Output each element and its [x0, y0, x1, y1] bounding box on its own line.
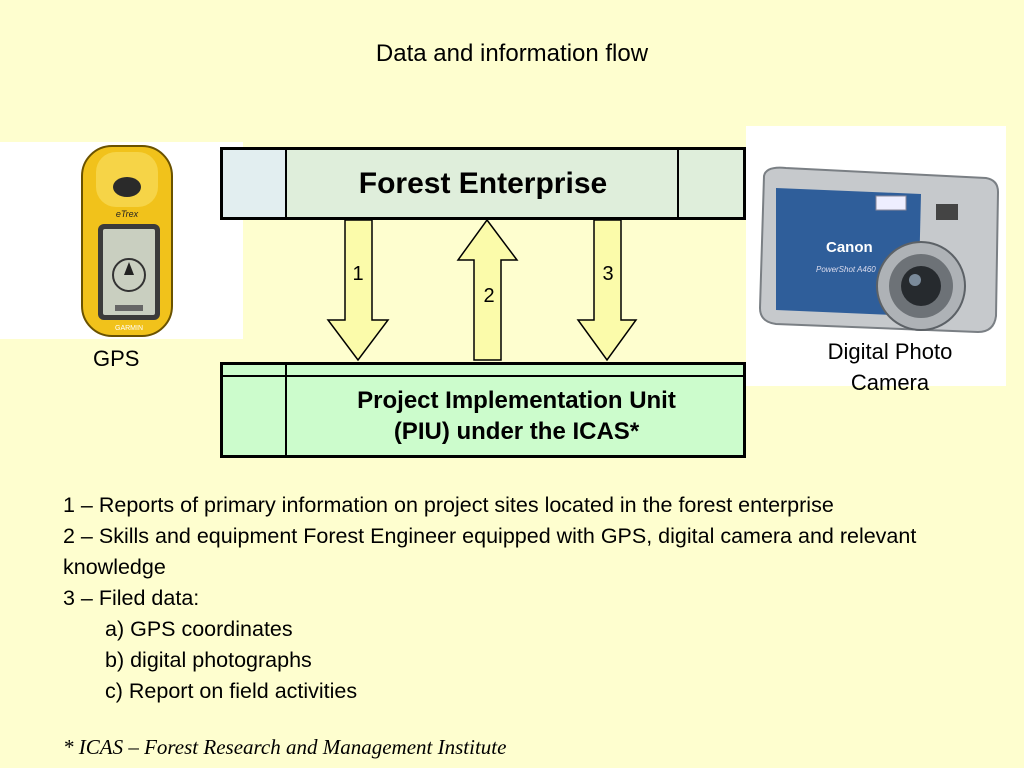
camera-label-line2: Camera	[850, 370, 930, 395]
arrow-1-label: 1	[352, 263, 363, 285]
camera-label: Digital Photo Camera	[800, 336, 980, 398]
camera-brand-text: Canon	[826, 239, 873, 256]
piu-title-line1: Project Implementation Unit	[357, 387, 676, 414]
note-subitem: c) Report on field activities	[105, 679, 358, 703]
note-item: 2 – Skills and equipment Forest Engineer…	[63, 524, 917, 579]
piu-title: Project Implementation Unit (PIU) under …	[290, 377, 743, 455]
arrow-3-down: 3	[576, 219, 638, 362]
arrow-2-label: 2	[483, 285, 494, 307]
gps-maker-text: GARMIN	[115, 325, 143, 332]
fe-right-cell	[677, 150, 743, 217]
gps-device-image: eTrex GARMIN	[0, 142, 243, 339]
fe-left-cell	[223, 150, 287, 217]
camera-model-text: PowerShot A460	[816, 265, 876, 274]
footnote: * ICAS – Forest Research and Management …	[63, 735, 507, 759]
arrow-2-up: 2	[456, 218, 519, 361]
piu-title-line2: (PIU) under the ICAS*	[393, 418, 640, 445]
note-subitem: b) digital photographs	[105, 648, 312, 672]
notes-list: 1 – Reports of primary information on pr…	[63, 490, 993, 707]
piu-top-strip	[223, 365, 743, 377]
camera-image: Canon PowerShot A460	[746, 126, 1006, 386]
page-title: Data and information flow	[375, 40, 649, 67]
piu-left-cell	[223, 365, 287, 455]
note-subitem: a) GPS coordinates	[105, 617, 293, 641]
piu-box: Project Implementation Unit (PIU) under …	[220, 362, 746, 458]
arrow-1-down: 1	[326, 219, 390, 362]
arrow-3-label: 3	[602, 263, 613, 285]
note-item: 1 – Reports of primary information on pr…	[63, 493, 834, 517]
note-item: 3 – Filed data:	[63, 586, 200, 610]
gps-label: GPS	[93, 346, 140, 371]
forest-enterprise-box: Forest Enterprise	[220, 147, 746, 220]
gps-brand-text: eTrex	[116, 209, 139, 219]
camera-label-line1: Digital Photo	[827, 339, 953, 364]
forest-enterprise-title: Forest Enterprise	[358, 166, 608, 200]
